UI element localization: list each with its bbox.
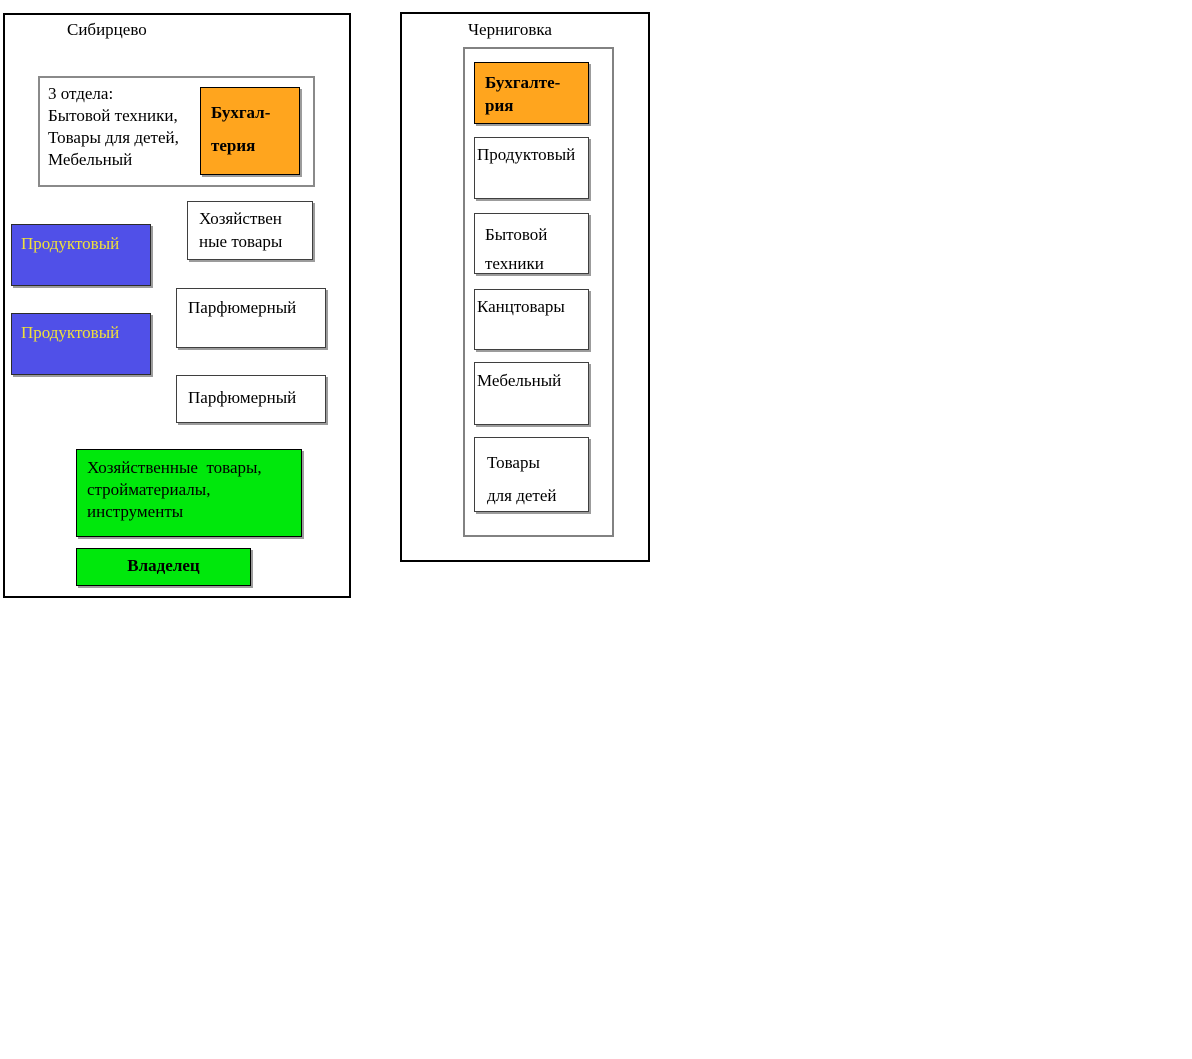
kids-goods-box: Товары для детей: [474, 437, 589, 512]
region-sibirtsevo-title: Сибирцево: [67, 20, 147, 39]
grocery-box-chernigovka: Продуктовый: [474, 137, 589, 199]
perfume-box-2: Парфюмерный: [176, 375, 326, 423]
owner-box: Владелец: [76, 548, 251, 586]
grocery-box-1: Продуктовый: [11, 224, 151, 286]
grocery-box-2: Продуктовый: [11, 313, 151, 375]
accounting-box-chernigovka: Бухгалте- рия: [474, 62, 589, 124]
perfume-box-1: Парфюмерный: [176, 288, 326, 348]
hardware-box: Хозяйственные товары, стройматериалы, ин…: [76, 449, 302, 537]
region-chernigovka-title: Черниговка: [468, 20, 552, 39]
accounting-box-sibirtsevo: Бухгал- терия: [200, 87, 300, 175]
stationery-box: Канцтовары: [474, 289, 589, 350]
household-goods-box: Хозяйствен ные товары: [187, 201, 313, 260]
furniture-box: Мебельный: [474, 362, 589, 425]
appliances-box: Бытовой техники: [474, 213, 589, 274]
